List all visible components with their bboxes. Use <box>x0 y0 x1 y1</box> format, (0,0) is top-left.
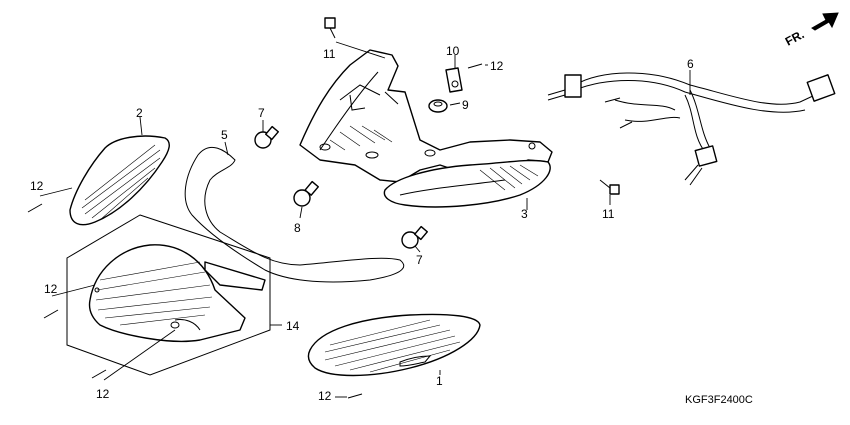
diagram-code: KGF3F2400C <box>685 394 753 406</box>
callout-7-upper: 7 <box>258 106 265 120</box>
callout-5: 5 <box>221 128 228 142</box>
callout-12-clamp: 12 <box>490 59 504 73</box>
bolt-11-upper <box>324 17 336 39</box>
screw-12-bottom <box>347 393 363 399</box>
callout-7-lower: 7 <box>416 253 423 267</box>
callout-12-left: 12 <box>30 179 44 193</box>
gasket <box>184 146 405 283</box>
callout-11-upper: 11 <box>323 47 336 61</box>
bulb-7-lower <box>401 225 428 249</box>
front-arrow-label: FR. <box>783 27 807 48</box>
bolt-11-right <box>599 179 620 195</box>
callout-14: 14 <box>286 319 300 333</box>
grommet <box>428 99 448 113</box>
callout-2: 2 <box>136 106 143 120</box>
rear-combination-light <box>383 159 551 208</box>
rear-cover-assembly <box>299 49 553 183</box>
bulb-8 <box>293 180 319 207</box>
callout-10: 10 <box>446 44 460 58</box>
turn-signal-lens <box>69 135 170 226</box>
wire-clamp <box>445 67 463 93</box>
screw-12-clamp <box>467 63 483 69</box>
callout-3: 3 <box>521 207 528 221</box>
callout-9: 9 <box>462 98 469 112</box>
reflector-lens-assembly <box>66 214 271 376</box>
screw-12-low <box>91 369 107 379</box>
screw-12-left <box>27 203 43 213</box>
callout-11-right: 11 <box>602 207 615 221</box>
screw-12-mid <box>43 309 59 319</box>
side-reflector <box>204 261 266 291</box>
wire-harness <box>547 72 836 186</box>
leader-lines <box>39 41 691 398</box>
tail-lens <box>307 313 481 377</box>
front-direction-arrow: FR. <box>783 12 839 49</box>
front-arrow-icon <box>811 12 839 31</box>
callout-6: 6 <box>687 57 694 71</box>
bulb-7-upper <box>254 125 279 149</box>
callout-12-bottom: 12 <box>318 389 332 403</box>
callout-1: 1 <box>436 374 443 388</box>
callout-12-mid: 12 <box>44 282 58 296</box>
callout-12-low: 12 <box>96 387 110 401</box>
callout-8: 8 <box>294 221 301 235</box>
